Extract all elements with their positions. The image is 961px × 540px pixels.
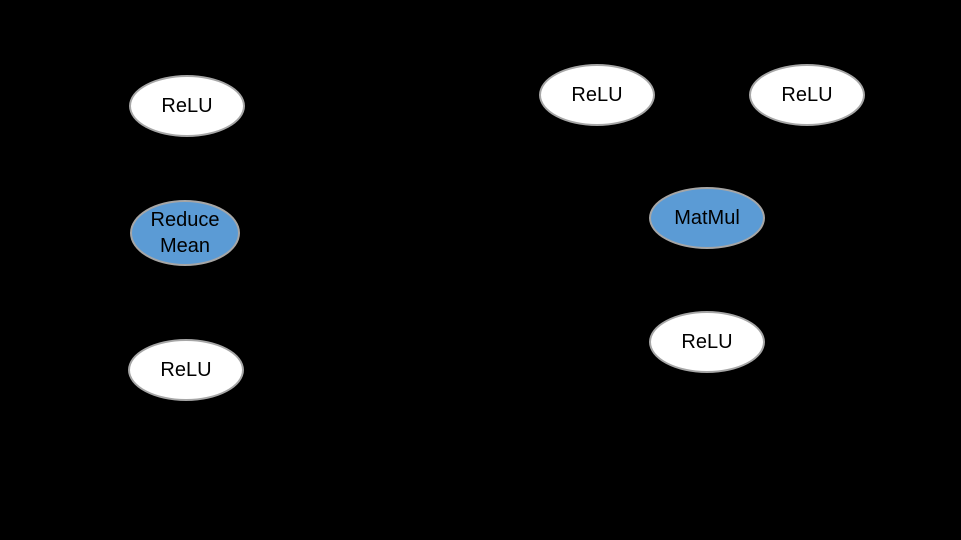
node-matmul: MatMul: [649, 187, 765, 249]
node-relu-top-middle: ReLU: [539, 64, 655, 126]
node-label: Reduce Mean: [150, 209, 220, 257]
node-label: ReLU: [160, 359, 212, 381]
node-label: ReLU: [781, 84, 833, 106]
node-reduce-mean: Reduce Mean: [130, 200, 240, 266]
node-label: MatMul: [674, 207, 740, 229]
node-relu-top-left: ReLU: [129, 75, 245, 137]
node-relu-bottom-left: ReLU: [128, 339, 244, 401]
node-label: ReLU: [571, 84, 623, 106]
node-label: ReLU: [161, 95, 213, 117]
node-relu-top-right: ReLU: [749, 64, 865, 126]
node-label: ReLU: [681, 331, 733, 353]
node-relu-bottom-right: ReLU: [649, 311, 765, 373]
